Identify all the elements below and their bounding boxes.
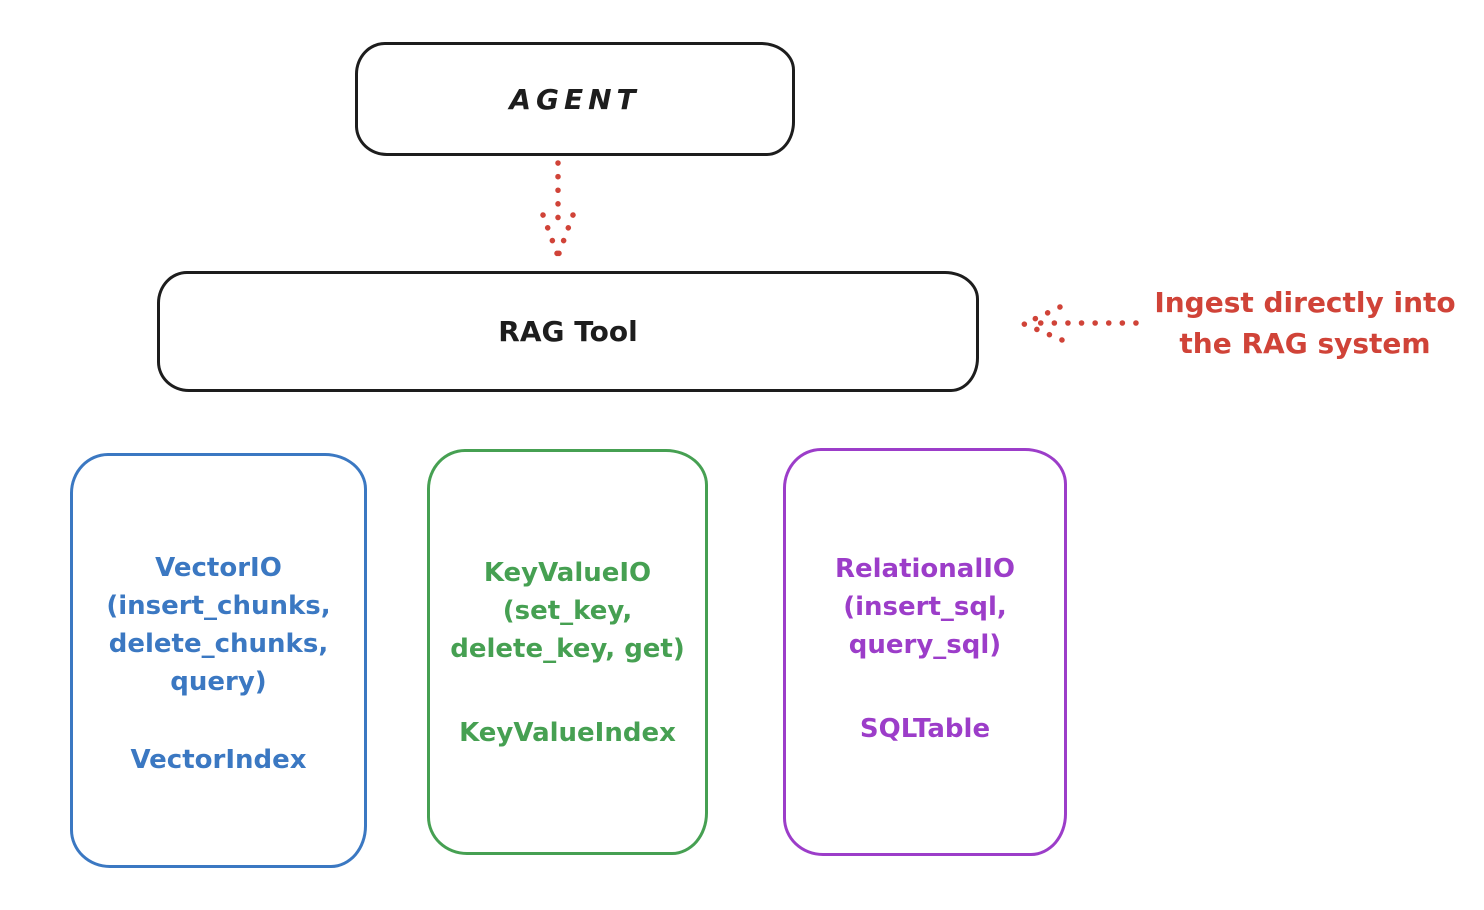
ingest-annotation-line1: Ingest directly into <box>1154 286 1456 319</box>
dotted-arrow-down-icon <box>540 160 576 262</box>
relational-io-methods-line1: (insert_sql, <box>843 592 1007 622</box>
rag-tool-node-label: RAG Tool <box>498 315 638 348</box>
ingest-annotation-line2: the RAG system <box>1179 327 1431 360</box>
keyvalue-index-label: KeyValueIndex <box>459 718 676 748</box>
vector-io-title: VectorIO <box>155 553 282 583</box>
agent-node-label: AGENT <box>509 82 641 116</box>
vector-io-node: VectorIO (insert_chunks, delete_chunks, … <box>70 453 367 868</box>
ingest-annotation: Ingest directly into the RAG system <box>1140 282 1470 364</box>
vector-io-methods-line1: (insert_chunks, <box>106 591 331 621</box>
keyvalue-io-methods-line1: (set_key, <box>502 596 633 626</box>
keyvalue-io-node: KeyValueIO (set_key, delete_key, get) Ke… <box>427 449 708 855</box>
keyvalue-io-title: KeyValueIO <box>483 558 652 588</box>
vector-index-label: VectorIndex <box>130 745 307 775</box>
vector-io-methods-line3: query) <box>170 667 267 697</box>
dotted-arrow-left-icon <box>1016 301 1140 347</box>
relational-io-node: RelationalIO (insert_sql, query_sql) SQL… <box>783 448 1067 856</box>
relational-io-methods-line2: query_sql) <box>848 630 1002 660</box>
keyvalue-io-methods-line2: delete_key, get) <box>450 634 685 664</box>
rag-tool-node: RAG Tool <box>157 271 979 392</box>
sql-table-label: SQLTable <box>859 714 991 744</box>
vector-io-methods-line2: delete_chunks, <box>108 629 329 659</box>
relational-io-title: RelationalIO <box>834 554 1016 584</box>
agent-node: AGENT <box>355 42 795 156</box>
